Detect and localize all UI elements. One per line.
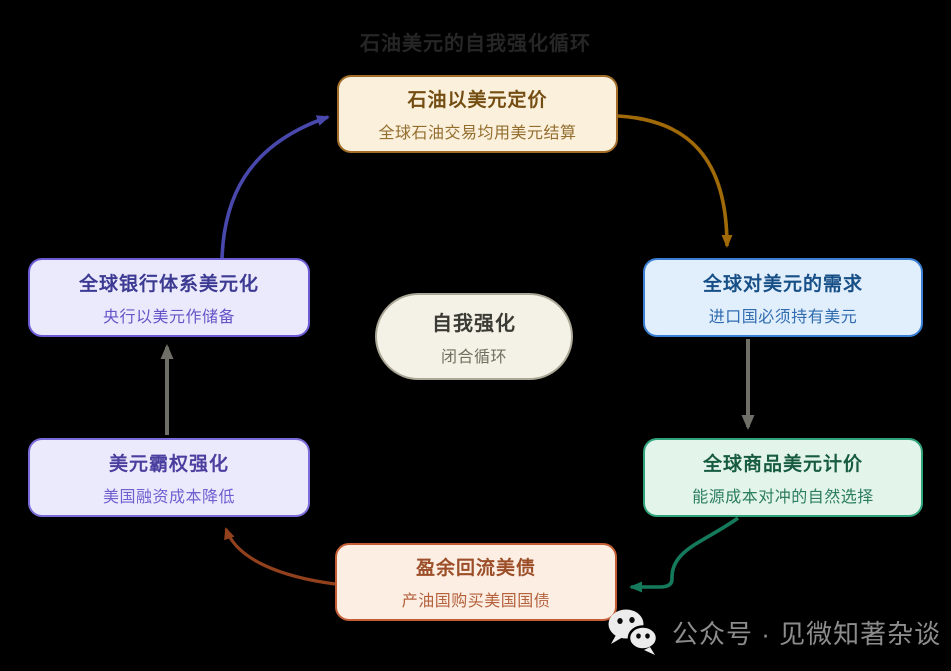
node-title: 盈余回流美债 — [415, 558, 536, 579]
node-subtitle: 闭合循环 — [440, 348, 507, 366]
node-banking-dollarized: 全球银行体系美元化 央行以美元作储备 — [28, 258, 310, 337]
node-title: 全球对美元的需求 — [702, 273, 863, 295]
node-surplus-into-treasuries: 盈余回流美债 产油国购买美国国债 — [335, 543, 617, 621]
arrow-commodity-to-surplus — [629, 516, 740, 593]
node-self-reinforcing-center: 自我强化 闭合循环 — [375, 293, 573, 380]
page-title: 石油美元的自我强化循环 — [360, 33, 591, 55]
node-commodities-priced-in-usd: 全球商品美元计价 能源成本对冲的自然选择 — [643, 438, 923, 517]
node-subtitle: 央行以美元作储备 — [102, 308, 235, 326]
node-title: 全球银行体系美元化 — [78, 273, 259, 295]
node-oil-priced-in-usd: 石油以美元定价 全球石油交易均用美元结算 — [337, 75, 618, 153]
node-title: 全球商品美元计价 — [702, 453, 863, 475]
node-subtitle: 产油国购买美国国债 — [401, 593, 551, 610]
node-subtitle: 能源成本对冲的自然选择 — [692, 488, 874, 506]
arrow-banking-to-oil — [220, 115, 330, 279]
node-dollar-hegemony: 美元霸权强化 美国融资成本降低 — [28, 438, 310, 517]
node-subtitle: 进口国必须持有美元 — [708, 308, 858, 326]
node-subtitle: 美国融资成本降低 — [102, 488, 235, 506]
node-title: 石油以美元定价 — [407, 90, 548, 111]
arrow-surplus-to-hegemony — [224, 527, 336, 586]
arrow-oil-to-demand — [617, 114, 733, 248]
watermark-label: 公众号 · 见微知著杂谈 — [672, 618, 942, 649]
node-subtitle: 全球石油交易均用美元结算 — [378, 125, 577, 142]
watermark: 公众号 · 见微知著杂谈 — [604, 606, 941, 658]
wechat-icon — [608, 609, 659, 655]
node-global-usd-demand: 全球对美元的需求 进口国必须持有美元 — [643, 258, 923, 337]
node-title: 自我强化 — [432, 312, 516, 335]
node-title: 美元霸权强化 — [108, 453, 229, 475]
